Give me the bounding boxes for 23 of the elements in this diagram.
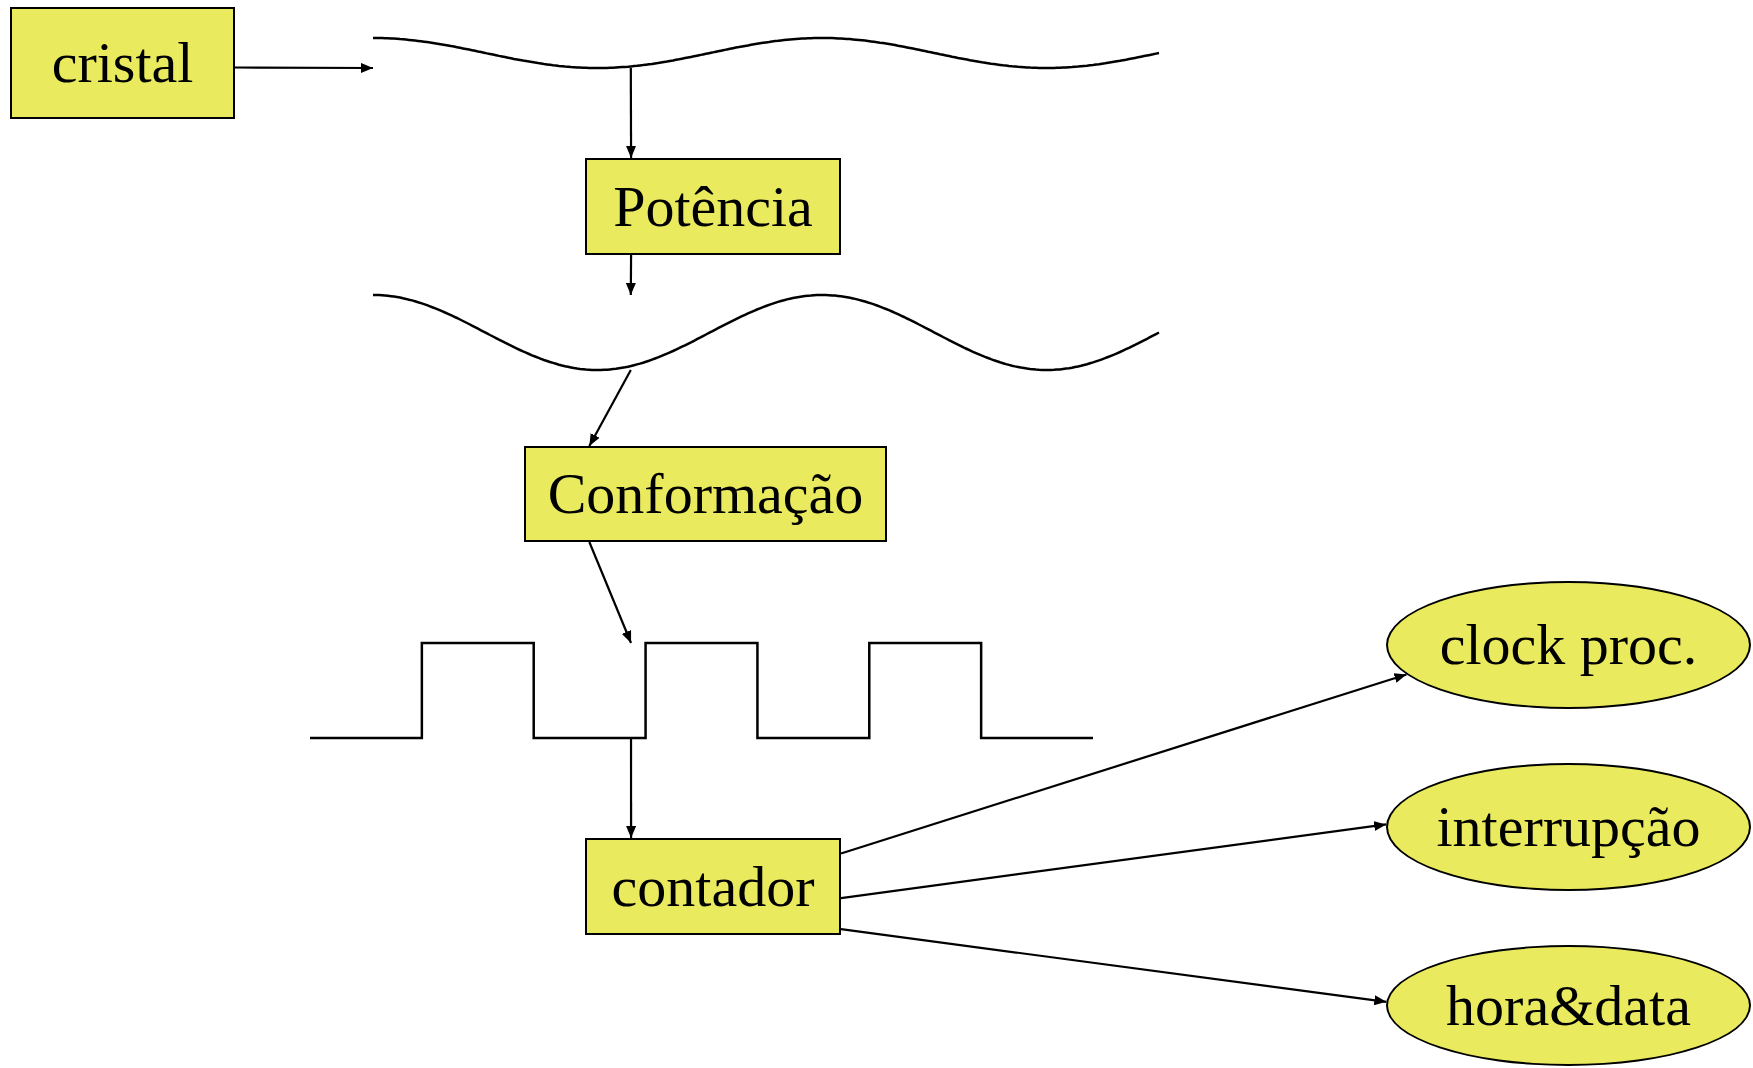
arrow [840,928,1387,1006]
arrow [588,541,633,644]
process-box [524,446,887,542]
node-label: contador [611,857,815,916]
square-wave [310,643,1093,738]
sine-wave [373,295,1159,370]
node-label: Potência [613,177,813,236]
arrow [588,369,632,447]
node-label: hora&data [1446,976,1691,1035]
sine-wave [373,38,1159,68]
node-label: cristal [51,34,194,92]
process-box [585,838,841,935]
process-box [10,7,235,119]
arrow [840,821,1387,900]
process-box [585,158,841,255]
node-label: Conformação [547,465,864,523]
arrow [626,68,637,158]
arrow [626,738,637,838]
node-label: interrupção [1436,798,1701,856]
arrow [235,62,373,73]
arrow [840,673,1407,855]
node-label: clock proc. [1439,616,1698,674]
arrow [625,255,636,295]
